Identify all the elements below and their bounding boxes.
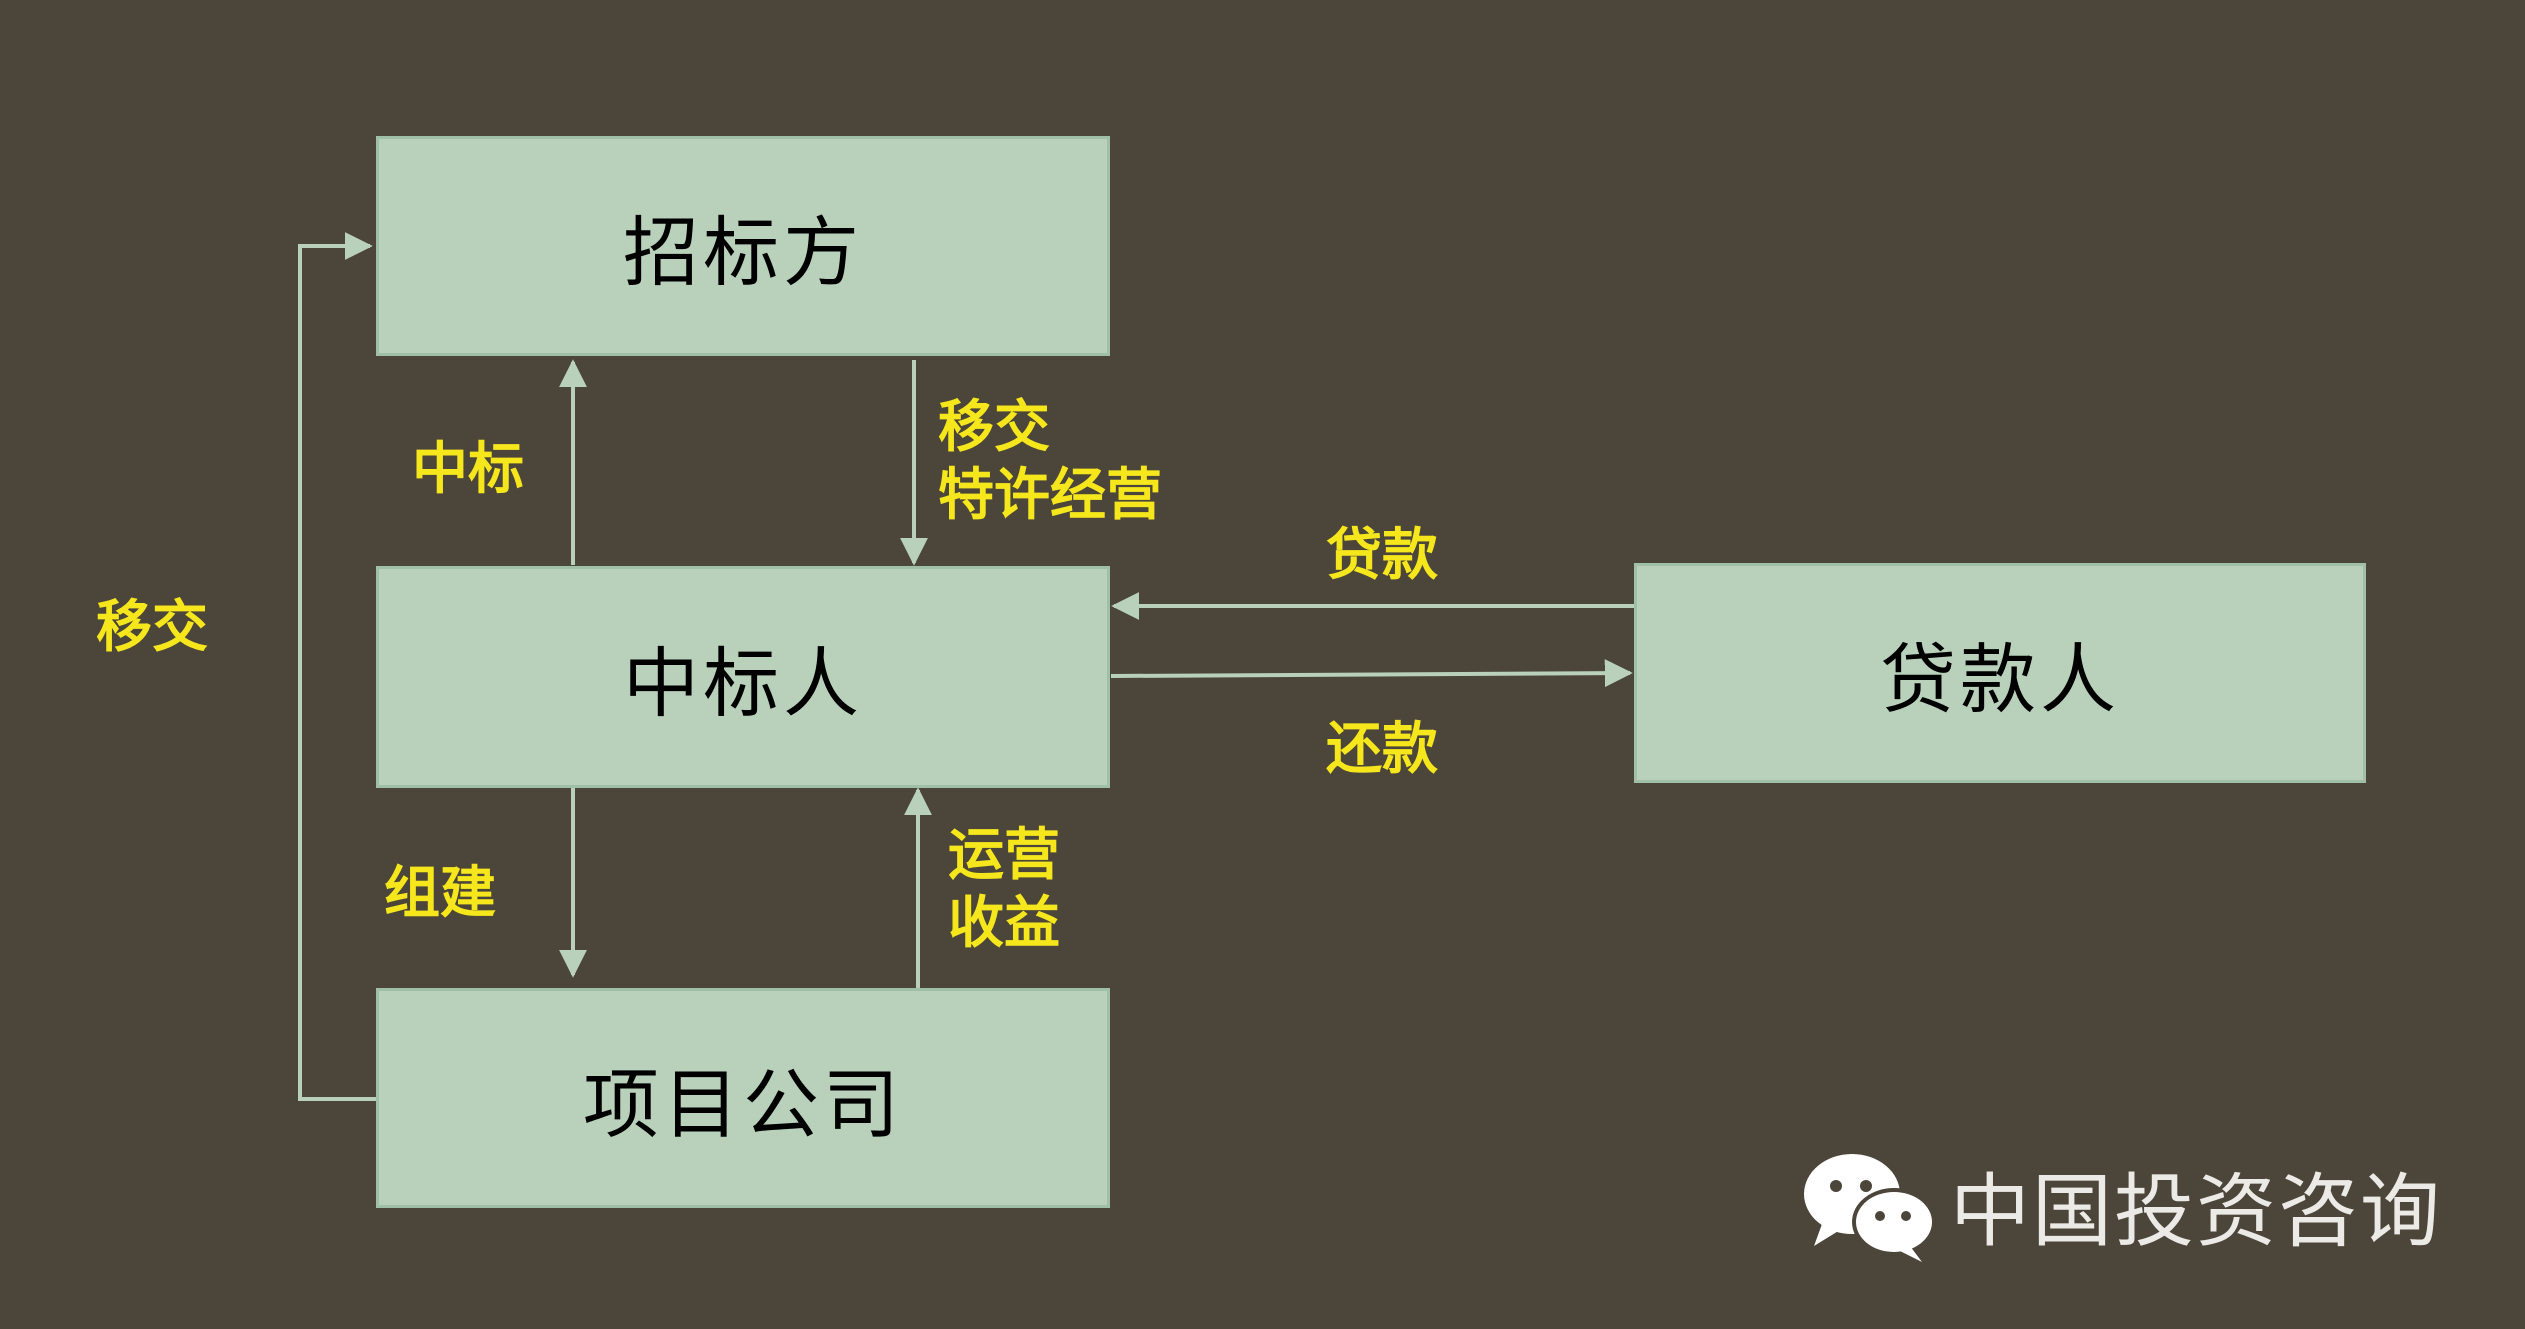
label-repayment: 还款	[1326, 716, 1438, 784]
watermark: 中国投资咨询	[1800, 1135, 2442, 1275]
label-win-bid-text: 中标	[412, 437, 524, 502]
label-establish-text: 组建	[384, 861, 496, 926]
node-lender-label: 贷款人	[1880, 635, 2120, 724]
label-operating-revenue: 运营 收益	[948, 822, 1060, 958]
label-revenue-text: 收益	[948, 891, 1060, 956]
wechat-icon	[1804, 1154, 1936, 1262]
label-concession-text: 特许经营	[938, 463, 1162, 528]
node-project-company: 项目公司	[376, 988, 1110, 1208]
node-bidder-party: 招标方	[376, 136, 1110, 356]
label-transfer-left: 移交	[96, 594, 208, 662]
label-transfer-left-text: 移交	[96, 595, 208, 660]
arrow-repayment	[1110, 659, 1633, 688]
label-win-bid: 中标	[412, 436, 524, 504]
node-bidder-party-label: 招标方	[623, 208, 863, 297]
label-loan-text: 贷款	[1326, 523, 1438, 588]
label-operating-text: 运营	[948, 823, 1060, 888]
label-establish: 组建	[384, 860, 496, 928]
watermark-text: 中国投资咨询	[1950, 1165, 2442, 1258]
label-transfer-text: 移交	[938, 395, 1050, 460]
label-transfer-concession: 移交 特许经营	[938, 394, 1162, 530]
label-repayment-text: 还款	[1326, 717, 1438, 782]
node-lender: 贷款人	[1634, 563, 2366, 783]
arrow-transfer-left	[298, 232, 378, 1101]
node-winning-bidder-label: 中标人	[623, 639, 863, 728]
label-loan: 贷款	[1326, 522, 1438, 590]
node-winning-bidder: 中标人	[376, 566, 1110, 788]
node-project-company-label: 项目公司	[583, 1060, 903, 1149]
